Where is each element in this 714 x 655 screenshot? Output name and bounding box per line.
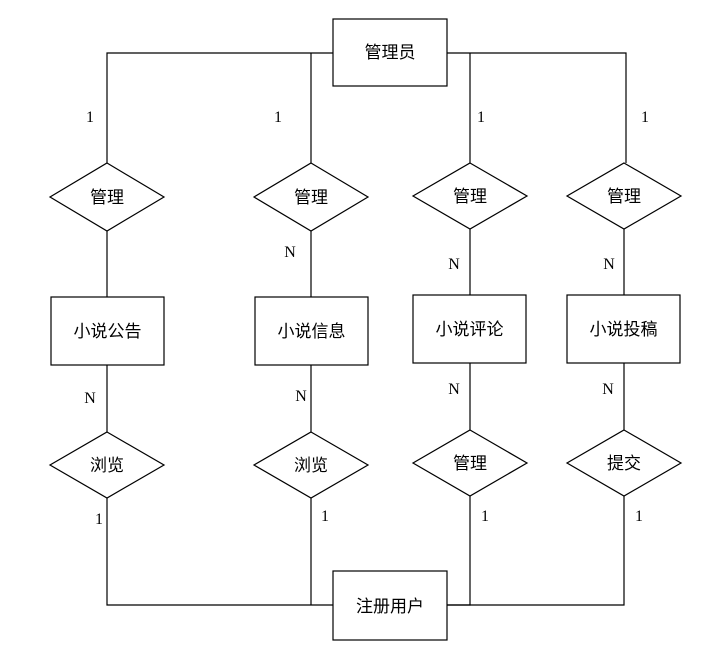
relation-browse-notice-label: 浏览 [90, 456, 124, 476]
cardinality-label: N [602, 381, 614, 398]
entity-info-label: 小说信息 [278, 322, 346, 342]
connector-lines [106, 52, 627, 606]
cardinality-label: 1 [274, 109, 282, 126]
entity-user: 注册用户 [332, 570, 448, 641]
relation-browse-info-label: 浏览 [294, 456, 328, 476]
entity-notice: 小说公告 [50, 296, 165, 366]
cardinality-label: N [448, 256, 460, 273]
relation-browse-info: 浏览 [252, 431, 370, 499]
relation-manage-submission: 管理 [565, 162, 683, 230]
relation-manage-info: 管理 [252, 162, 370, 232]
entity-comment: 小说评论 [412, 294, 527, 364]
entity-notice-label: 小说公告 [74, 322, 142, 342]
cardinality-label: 1 [95, 511, 103, 528]
cardinality-label: 1 [481, 508, 489, 525]
relation-manage-info-label: 管理 [294, 188, 328, 208]
relation-manage-comment-user: 管理 [411, 429, 529, 497]
relation-manage-comment-label: 管理 [453, 187, 487, 207]
cardinality-label: N [84, 390, 96, 407]
cardinality-label: 1 [321, 508, 329, 525]
relation-manage-comment-user-label: 管理 [453, 454, 487, 474]
cardinality-labels: 1 1 1 1 N N N N N N N 1 1 1 1 [84, 109, 649, 528]
relation-manage-notice-label: 管理 [90, 188, 124, 208]
cardinality-label: N [603, 256, 615, 273]
cardinality-label: N [284, 244, 296, 261]
cardinality-label: 1 [641, 109, 649, 126]
cardinality-label: N [448, 381, 460, 398]
cardinality-label: N [295, 388, 307, 405]
cardinality-label: 1 [477, 109, 485, 126]
entity-admin: 管理员 [332, 18, 448, 87]
cardinality-label: 1 [635, 508, 643, 525]
relation-submit-label: 提交 [607, 454, 641, 474]
entity-user-label: 注册用户 [356, 597, 424, 617]
entity-submission: 小说投稿 [566, 294, 681, 364]
relation-submit: 提交 [565, 429, 683, 497]
entity-admin-label: 管理员 [365, 43, 416, 63]
entity-submission-label: 小说投稿 [590, 320, 658, 340]
relation-manage-notice: 管理 [48, 162, 166, 232]
cardinality-label: 1 [86, 109, 94, 126]
relation-browse-notice: 浏览 [48, 431, 166, 499]
entity-comment-label: 小说评论 [436, 320, 504, 340]
relation-manage-submission-label: 管理 [607, 187, 641, 207]
relation-manage-comment: 管理 [411, 162, 529, 230]
entity-info: 小说信息 [254, 296, 369, 366]
